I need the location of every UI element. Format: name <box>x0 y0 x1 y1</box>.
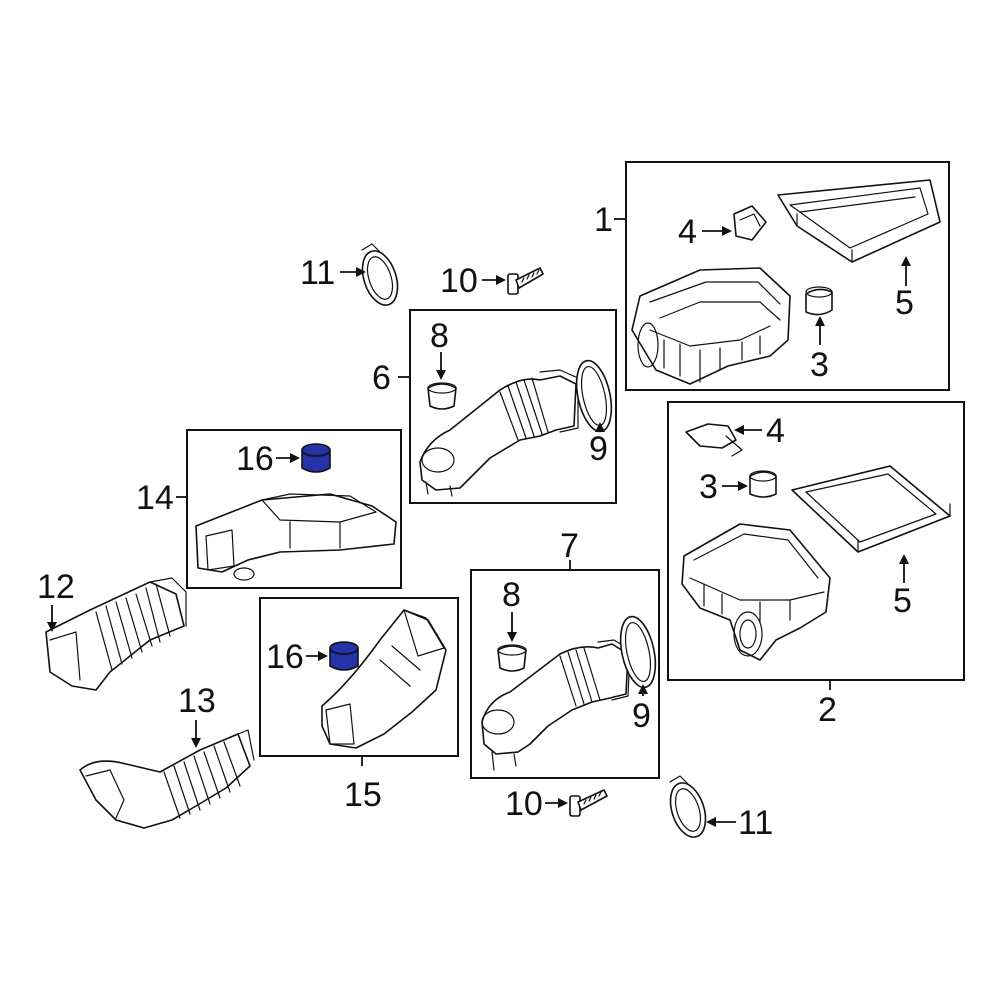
corrugated-duct-12 <box>45 577 187 691</box>
air-duct-15 <box>321 609 447 749</box>
leader-lines <box>47 218 911 827</box>
callout-16-lower: 16 <box>266 638 304 676</box>
callout-1: 1 <box>594 201 613 239</box>
clamp-11-upper <box>361 243 399 306</box>
mass-airflow-sensor-bottom <box>685 423 743 457</box>
grommet-3-top <box>805 286 833 316</box>
callout-4-bottom: 4 <box>766 412 785 450</box>
callout-15: 15 <box>344 776 382 814</box>
group-box-14 <box>186 429 402 589</box>
callout-7: 7 <box>560 527 579 565</box>
grommet-16-lower-highlighted <box>329 641 359 671</box>
grommet-8-upper <box>427 382 457 410</box>
callout-3-bottom: 3 <box>699 468 718 506</box>
air-cleaner-housing-top <box>631 267 791 385</box>
callout-16-upper: 16 <box>236 440 274 478</box>
callout-12: 12 <box>37 568 75 606</box>
callout-8-upper: 8 <box>430 317 449 355</box>
group-box-7 <box>470 569 660 779</box>
bolt-10-upper <box>507 267 544 295</box>
callout-10-lower: 10 <box>505 785 543 823</box>
callout-11-lower: 11 <box>738 804 773 842</box>
callout-4-top: 4 <box>678 213 697 251</box>
callout-11-upper: 11 <box>300 254 335 292</box>
clamp-11-lower <box>669 775 707 838</box>
mass-airflow-sensor-top <box>733 205 767 241</box>
callout-9-lower: 9 <box>632 697 651 735</box>
air-cleaner-housing-bottom <box>681 523 831 661</box>
grommet-8-lower <box>497 644 527 672</box>
callout-8-lower: 8 <box>502 576 521 614</box>
grommet-16-upper-highlighted <box>301 443 331 473</box>
callout-6: 6 <box>372 359 391 397</box>
air-filter-element-top <box>777 179 941 263</box>
group-box-1 <box>625 161 950 391</box>
bolt-10-lower <box>569 789 608 817</box>
callout-9-upper: 9 <box>589 430 608 468</box>
callout-5-bottom: 5 <box>893 582 912 620</box>
air-duct-14 <box>195 493 397 581</box>
callout-14: 14 <box>136 479 174 517</box>
corrugated-duct-13 <box>79 729 255 829</box>
grommet-3-bottom <box>749 470 777 498</box>
callout-2: 2 <box>818 691 837 729</box>
callout-13: 13 <box>178 682 216 720</box>
group-box-2 <box>667 401 965 681</box>
seal-9-lower <box>619 615 657 689</box>
air-filter-element-bottom <box>791 465 951 553</box>
callout-10-upper: 10 <box>440 262 478 300</box>
callout-5-top: 5 <box>895 284 914 322</box>
group-box-15 <box>259 597 459 757</box>
callout-3-top: 3 <box>810 346 829 384</box>
group-box-6 <box>409 309 617 504</box>
